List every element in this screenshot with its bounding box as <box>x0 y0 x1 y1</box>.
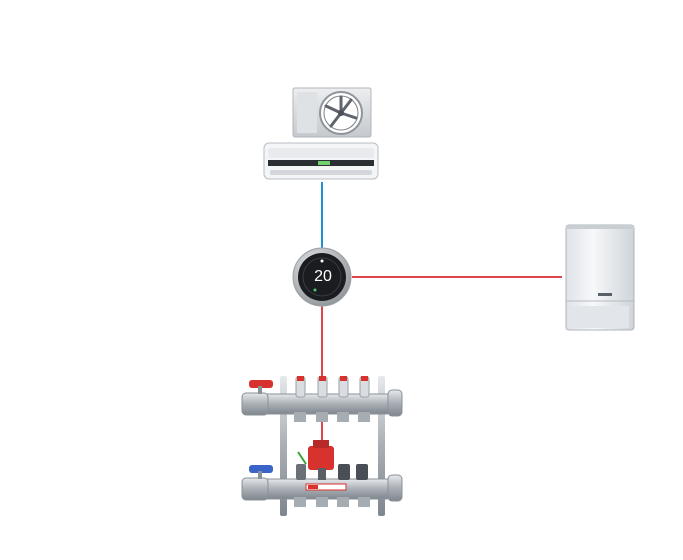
smart-thermostat-icon <box>292 247 352 307</box>
ac-outdoor-unit-icon <box>292 87 372 138</box>
wall-boiler-icon <box>565 224 635 331</box>
ac-indoor-unit-icon <box>263 142 379 180</box>
underfloor-manifold-icon <box>241 376 403 516</box>
